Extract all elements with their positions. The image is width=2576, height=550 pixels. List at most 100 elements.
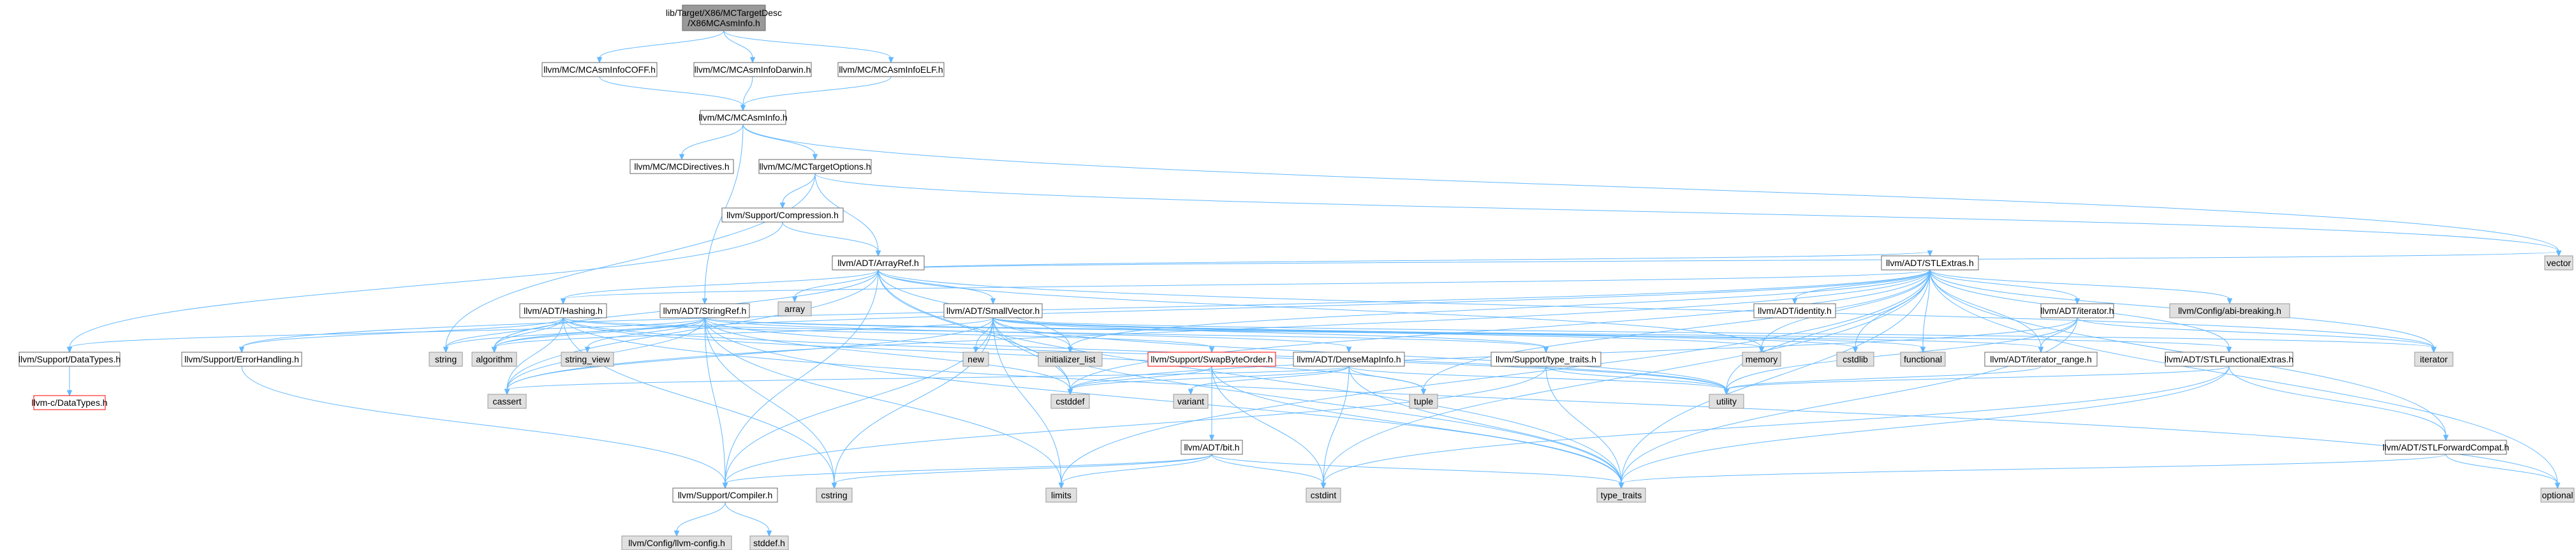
node-label: llvm/MC/MCTargetOptions.h — [759, 161, 871, 172]
node-memory: memory — [1742, 352, 1781, 367]
node-darwin[interactable]: llvm/MC/MCAsmInfoDarwin.h — [693, 62, 812, 77]
node-box — [33, 395, 106, 410]
node-label: llvm/Support/type_traits.h — [1496, 354, 1596, 364]
node-vector: vector — [2544, 255, 2573, 271]
node-elf[interactable]: llvm/MC/MCAsmInfoELF.h — [837, 62, 945, 77]
node-box — [181, 352, 302, 367]
node-swapbyteorder[interactable]: llvm/Support/SwapByteOrder.h — [1147, 352, 1276, 367]
node-box — [519, 303, 607, 318]
node-box — [1181, 440, 1243, 455]
node-abibreaking: llvm/Config/abi-breaking.h — [2169, 303, 2290, 318]
node-stlfunctional[interactable]: llvm/ADT/STLFunctionalExtras.h — [2165, 352, 2293, 367]
node-box — [471, 352, 517, 367]
node-label: cstddef — [1056, 396, 1084, 406]
node-label: initializer_list — [1045, 354, 1095, 364]
node-label: variant — [1177, 396, 1204, 406]
node-coff[interactable]: llvm/MC/MCAsmInfoCOFF.h — [541, 62, 658, 77]
node-iterator_range[interactable]: llvm/ADT/iterator_range.h — [1984, 352, 2098, 367]
edge-densemapinfo-to-cassert — [504, 366, 1350, 396]
node-label: vector — [2547, 258, 2571, 268]
node-functional: functional — [1900, 352, 1946, 367]
node-label: llvm/Config/llvm-config.h — [628, 538, 725, 548]
node-box — [1984, 352, 2098, 367]
edge-stlextras-to-type_traits — [1618, 269, 1931, 489]
node-label: llvm/Support/Compiler.h — [678, 490, 773, 500]
edge-asminfo-to-vector — [742, 124, 2562, 257]
edge-bit-to-cstring — [831, 454, 1212, 489]
edge-elf-to-asminfo — [740, 76, 892, 112]
node-box — [682, 4, 766, 31]
node-box — [1490, 352, 1601, 367]
node-bit[interactable]: llvm/ADT/bit.h — [1181, 440, 1243, 455]
node-box — [2385, 440, 2507, 455]
node-errorhandling[interactable]: llvm/Support/ErrorHandling.h — [181, 352, 302, 367]
node-compiler[interactable]: llvm/Support/Compiler.h — [672, 487, 778, 503]
node-label: optional — [2542, 490, 2573, 500]
edge-asminfo-to-directives — [679, 124, 744, 161]
node-optional: optional — [2540, 487, 2575, 503]
node-label: string — [435, 354, 457, 364]
node-cstdint: cstdint — [1306, 487, 1341, 503]
node-cdatatypes[interactable]: llvm-c/DataTypes.h — [31, 395, 108, 410]
edge-hashing-to-errorhandling — [239, 317, 564, 353]
node-stlforward[interactable]: llvm/ADT/STLForwardCompat.h — [2383, 440, 2509, 455]
node-label: llvm/ADT/StringRef.h — [663, 306, 747, 316]
node-directives[interactable]: llvm/MC/MCDirectives.h — [629, 159, 734, 174]
node-label: llvm/Support/DataTypes.h — [18, 354, 121, 364]
node-label: cstring — [821, 490, 847, 500]
node-identity[interactable]: llvm/ADT/identity.h — [1753, 303, 1836, 318]
node-iterator[interactable]: llvm/ADT/iterator.h — [2040, 303, 2114, 318]
edge-arrayref-to-hashing — [560, 269, 879, 305]
node-box — [672, 487, 778, 503]
node-label: llvm/ADT/STLExtras.h — [1886, 258, 1974, 268]
edge-root-to-darwin — [723, 30, 756, 64]
node-label: llvm/MC/MCAsmInfoDarwin.h — [695, 64, 811, 75]
node-llvmconfig: llvm/Config/llvm-config.h — [621, 535, 732, 550]
edge-densemapinfo-to-cstddef — [1067, 366, 1350, 396]
node-algorithm: algorithm — [471, 352, 517, 367]
edge-densemapinfo-to-cstdint — [1320, 366, 1350, 489]
edges-layer — [66, 30, 2562, 537]
node-densemapinfo[interactable]: llvm/ADT/DenseMapInfo.h — [1293, 352, 1405, 367]
node-variant: variant — [1173, 394, 1209, 409]
node-label: llvm-c/DataTypes.h — [31, 398, 107, 408]
node-label: functional — [1904, 354, 1942, 364]
edge-stringref-to-compiler — [704, 317, 728, 489]
node-box — [1709, 394, 1744, 409]
node-root[interactable]: lib/Target/X86/MCTargetDesc/X86MCAsmInfo… — [666, 4, 782, 31]
node-cstring: cstring — [816, 487, 853, 503]
node-label: llvm/ADT/identity.h — [1758, 306, 1832, 316]
node-typetraits_h[interactable]: llvm/Support/type_traits.h — [1490, 352, 1601, 367]
node-arrayref[interactable]: llvm/ADT/ArrayRef.h — [832, 255, 925, 271]
node-box — [18, 352, 121, 367]
edge-iterator-to-type_traits — [1618, 317, 2078, 489]
edge-datatypes-to-cdatatypes — [66, 366, 73, 397]
node-box — [1742, 352, 1781, 367]
node-box — [429, 352, 463, 367]
node-label: llvm/MC/MCAsmInfoELF.h — [839, 64, 943, 75]
edge-root-to-elf — [723, 30, 894, 64]
node-type_traits: type_traits — [1596, 487, 1646, 503]
node-stringref[interactable]: llvm/ADT/StringRef.h — [659, 303, 750, 318]
node-cstddef: cstddef — [1050, 394, 1090, 409]
node-label: llvm/ADT/bit.h — [1184, 442, 1239, 452]
edge-smallvector-to-memory — [992, 317, 1765, 353]
edge-asminfo-to-targetopts — [742, 124, 818, 161]
node-box — [1038, 352, 1103, 367]
edge-swapbyteorder-to-cstdint — [1211, 366, 1327, 489]
node-array: array — [777, 301, 812, 316]
node-datatypes[interactable]: llvm/Support/DataTypes.h — [18, 352, 121, 367]
node-targetopts[interactable]: llvm/MC/MCTargetOptions.h — [758, 159, 872, 174]
node-asminfo[interactable]: llvm/MC/MCAsmInfo.h — [698, 110, 788, 125]
node-string: string — [429, 352, 463, 367]
node-box — [659, 303, 750, 318]
node-stlextras[interactable]: llvm/ADT/STLExtras.h — [1881, 255, 1979, 271]
node-iterator_std: iterator — [2414, 352, 2454, 367]
edge-swapbyteorder-to-bit — [1209, 366, 1215, 442]
node-hashing[interactable]: llvm/ADT/Hashing.h — [519, 303, 607, 318]
node-compression[interactable]: llvm/Support/Compression.h — [721, 207, 844, 223]
node-label: llvm/Support/Compression.h — [726, 210, 839, 220]
edge-stringref-to-string — [443, 317, 705, 353]
node-smallvector[interactable]: llvm/ADT/SmallVector.h — [943, 303, 1043, 318]
node-box — [1753, 303, 1836, 318]
